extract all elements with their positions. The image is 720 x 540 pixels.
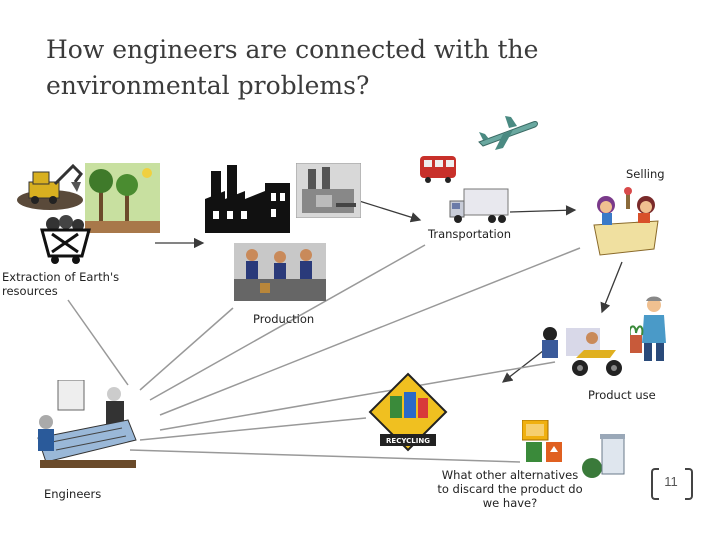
motorcycle-courier-icon — [536, 324, 626, 379]
mine-cart-icon — [38, 214, 93, 266]
arrow-transport-selling — [509, 205, 577, 216]
shop-sellers-icon — [588, 185, 664, 261]
waste-sorting-icon — [521, 419, 564, 464]
industrial-plant-icon — [295, 162, 362, 219]
trash-bin-icon — [580, 430, 626, 478]
recycling-sign-icon: RECYCLING — [368, 372, 448, 452]
slide-title: How engineers are connected with the env… — [46, 35, 539, 100]
page-number: 11 — [664, 474, 678, 489]
arrow-use-recycling — [501, 346, 549, 383]
factory-icon — [205, 163, 290, 233]
excavator-icon — [15, 160, 85, 212]
engineers-label: Engineers — [44, 487, 102, 501]
factory-workers-icon — [234, 243, 326, 301]
engineers-meeting-icon — [32, 379, 142, 472]
page-number-bracket-left — [651, 468, 659, 500]
forest-icon — [85, 163, 160, 233]
airplane-icon — [475, 112, 540, 154]
production-label: Production — [253, 312, 315, 326]
truck-icon — [448, 185, 510, 227]
product-use-label: Product use — [588, 388, 656, 402]
selling-label: Selling — [626, 167, 665, 181]
page-number-bracket-right — [685, 468, 693, 500]
alternatives-label: What other alternatives to discard the p… — [437, 468, 583, 510]
extraction-label: Extraction of Earth's resources — [2, 270, 120, 298]
train-icon — [418, 150, 458, 186]
gardener-icon — [628, 295, 672, 363]
transportation-label: Transportation — [428, 227, 512, 241]
arrow-selling-use — [600, 261, 623, 314]
svg-text:RECYCLING: RECYCLING — [386, 437, 430, 445]
